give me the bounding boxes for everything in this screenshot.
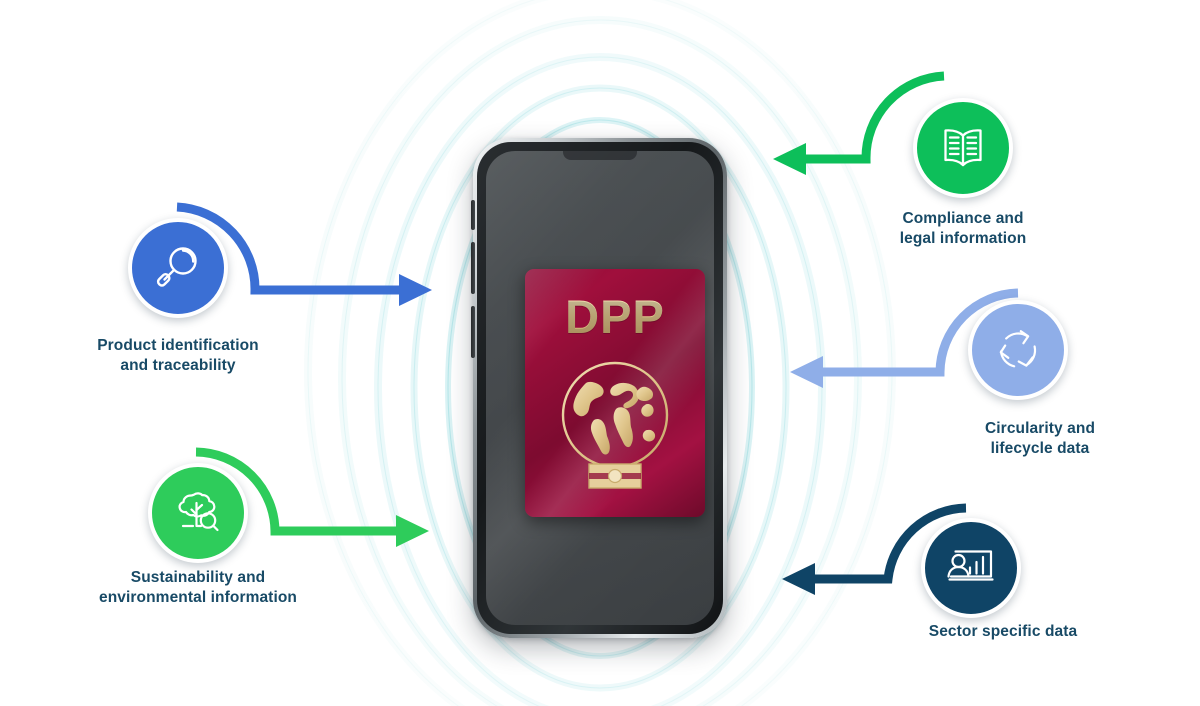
product-identification-disc[interactable] [128,218,228,318]
smartphone-device: DPP [471,138,727,638]
circularity-disc[interactable] [968,300,1068,400]
node-compliance[interactable] [913,98,1013,198]
sector-disc[interactable] [921,518,1021,618]
node-sustainability[interactable] [148,463,248,563]
compliance-disc[interactable] [913,98,1013,198]
presentation-chart-person-icon [947,550,994,581]
recycle-arrows-icon [999,330,1037,368]
phone-bezel: DPP [477,142,723,634]
phone-notch [563,151,637,160]
label-product-identification: Product identification and traceability [97,337,259,374]
magnifier-icon [156,247,197,287]
phone-button-volume-down[interactable] [471,306,475,358]
node-sector[interactable] [921,518,1021,618]
sustainability-disc[interactable] [148,463,248,563]
node-circularity[interactable] [968,300,1068,400]
label-circularity: Circularity and lifecycle data [984,420,1096,457]
tree-magnifier-icon [178,492,219,532]
phone-screen[interactable]: DPP [486,151,714,625]
phone-button-volume-up[interactable] [471,242,475,294]
phone-frame: DPP [471,138,727,638]
label-sector: Sector specific data [928,623,1078,640]
open-book-icon [944,129,982,167]
passport-title: DPP [525,293,705,340]
label-sustainability: Sustainability and environmental informa… [99,569,297,606]
globe-icon [561,361,669,469]
passport-chip-icon [588,463,642,489]
phone-button-mute[interactable] [471,200,475,230]
dpp-passport-cover[interactable]: DPP [525,269,705,517]
node-product-identification[interactable] [128,218,228,318]
label-compliance: Compliance and legal information [899,210,1027,247]
